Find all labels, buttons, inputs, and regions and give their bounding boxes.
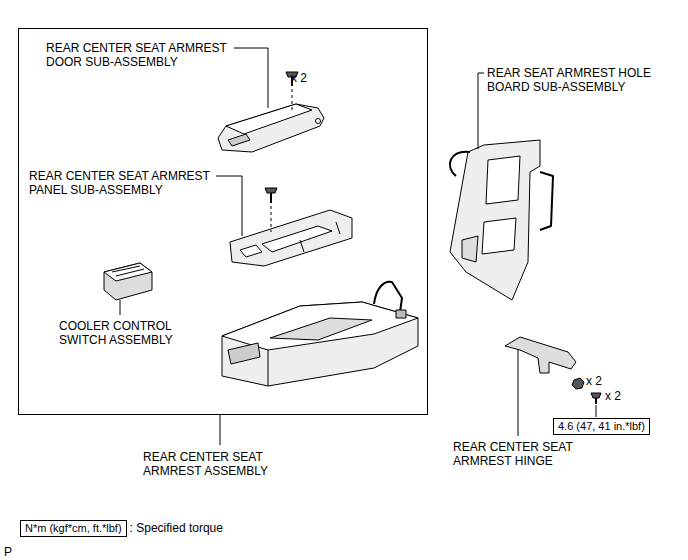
leader-line — [220, 415, 221, 445]
leader-line — [596, 405, 597, 417]
panel-screw-dashed-line — [271, 206, 272, 232]
quantity-label: x 2 — [605, 389, 621, 403]
hole-board-window — [482, 218, 516, 254]
armrest-connector — [396, 310, 406, 318]
hinge-bolt-shaft — [595, 398, 597, 404]
hole-board-part — [450, 140, 540, 300]
door-screw-dashed-line — [292, 89, 293, 113]
hole-board-window — [486, 156, 520, 204]
quantity-label: x 2 — [586, 374, 602, 388]
panel-screw-shaft — [270, 193, 272, 203]
armrest-panel-clip — [300, 240, 304, 252]
leader-line — [478, 73, 484, 149]
hinge-nut — [572, 378, 584, 389]
cooler-switch-button-row — [116, 269, 144, 276]
assembly-name: REAR CENTER SEAT ARMREST ASSEMBLY — [143, 450, 283, 478]
torque-box: 4.6 (47, 41 in.*lbf) — [553, 418, 650, 435]
armrest-body-top — [222, 302, 418, 350]
hole-board-bracket — [462, 236, 478, 262]
leader-lines — [120, 48, 596, 445]
assembly-group-frame: REAR CENTER SEAT ARMREST DOOR SUB-ASSEMB… — [18, 28, 428, 415]
armrest-panel-part — [230, 210, 352, 266]
torque-unit-box: N*m (kgf*cm, ft.*lbf) — [20, 520, 127, 537]
armrest-wire-harness — [374, 282, 402, 312]
cooler-switch-face — [104, 263, 152, 281]
part-name: REAR CENTER SEAT ARMREST DOOR SUB-ASSEMB… — [46, 41, 246, 69]
hinge-part — [505, 337, 576, 373]
hole-board-wire — [540, 172, 553, 230]
panel-screw-head — [265, 188, 277, 193]
armrest-door-latch — [228, 134, 250, 146]
armrest-panel-opening — [262, 226, 332, 252]
torque-value: 4.6 (47, 41 in.*lbf) — [558, 420, 645, 433]
hole-board-wire — [450, 152, 470, 176]
armrest-body-part — [222, 302, 418, 386]
armrest-tray-opening — [270, 318, 372, 340]
page-mark: P — [4, 545, 12, 559]
part-name: REAR SEAT ARMREST HOLE BOARD SUB-ASSEMBL… — [487, 66, 672, 94]
armrest-panel-opening — [240, 245, 262, 257]
part-drawings — [104, 72, 601, 404]
legend-text: : Specified torque — [130, 521, 223, 535]
armrest-body-edge — [268, 350, 269, 386]
part-name: REAR CENTER SEAT ARMREST PANEL SUB-ASSEM… — [29, 169, 229, 197]
part-name: REAR CENTER SEAT ARMREST HINGE — [453, 440, 593, 468]
quantity-label: x 2 — [291, 71, 307, 85]
armrest-door-top-face — [226, 104, 312, 134]
leader-line — [234, 48, 268, 108]
armrest-panel-clip — [336, 222, 340, 234]
part-name: COOLER CONTROL SWITCH ASSEMBLY — [59, 319, 189, 347]
leader-line — [120, 300, 121, 315]
armrest-door-part — [218, 104, 324, 152]
leader-line — [216, 176, 242, 236]
torque-value: N*m (kgf*cm, ft.*lbf) — [25, 522, 122, 535]
armrest-switch-recess — [228, 343, 260, 364]
cooler-switch-part — [104, 263, 152, 300]
leader-line — [518, 350, 519, 436]
hinge-bolt-head — [591, 393, 601, 398]
armrest-door-hinge-pin — [316, 119, 321, 124]
